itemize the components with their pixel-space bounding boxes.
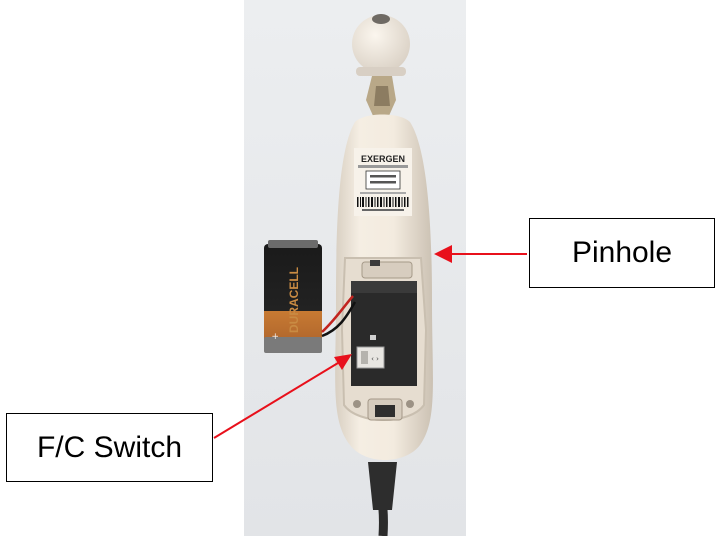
switch-arrow — [213, 354, 352, 439]
label-brand: EXERGEN — [361, 154, 405, 164]
battery-brand: DURACELL — [287, 267, 301, 333]
probe-sensor — [372, 14, 390, 24]
svg-text:+: + — [271, 332, 281, 340]
svg-text:‹ ›: ‹ › — [371, 355, 379, 363]
pinhole-label: Pinhole — [529, 218, 715, 288]
probe-head — [352, 15, 410, 73]
battery-wire-black — [321, 301, 357, 338]
compartment-clip — [361, 261, 413, 279]
strain-relief — [368, 462, 397, 510]
probe-collar — [356, 67, 406, 76]
battery: DURACELL + — [264, 240, 322, 353]
battery-wire-red — [321, 295, 354, 333]
barcode — [357, 197, 409, 207]
pinhole-arrow — [434, 245, 527, 263]
fc-switch-label: F/C Switch — [6, 413, 213, 482]
battery-compartment — [351, 281, 417, 386]
